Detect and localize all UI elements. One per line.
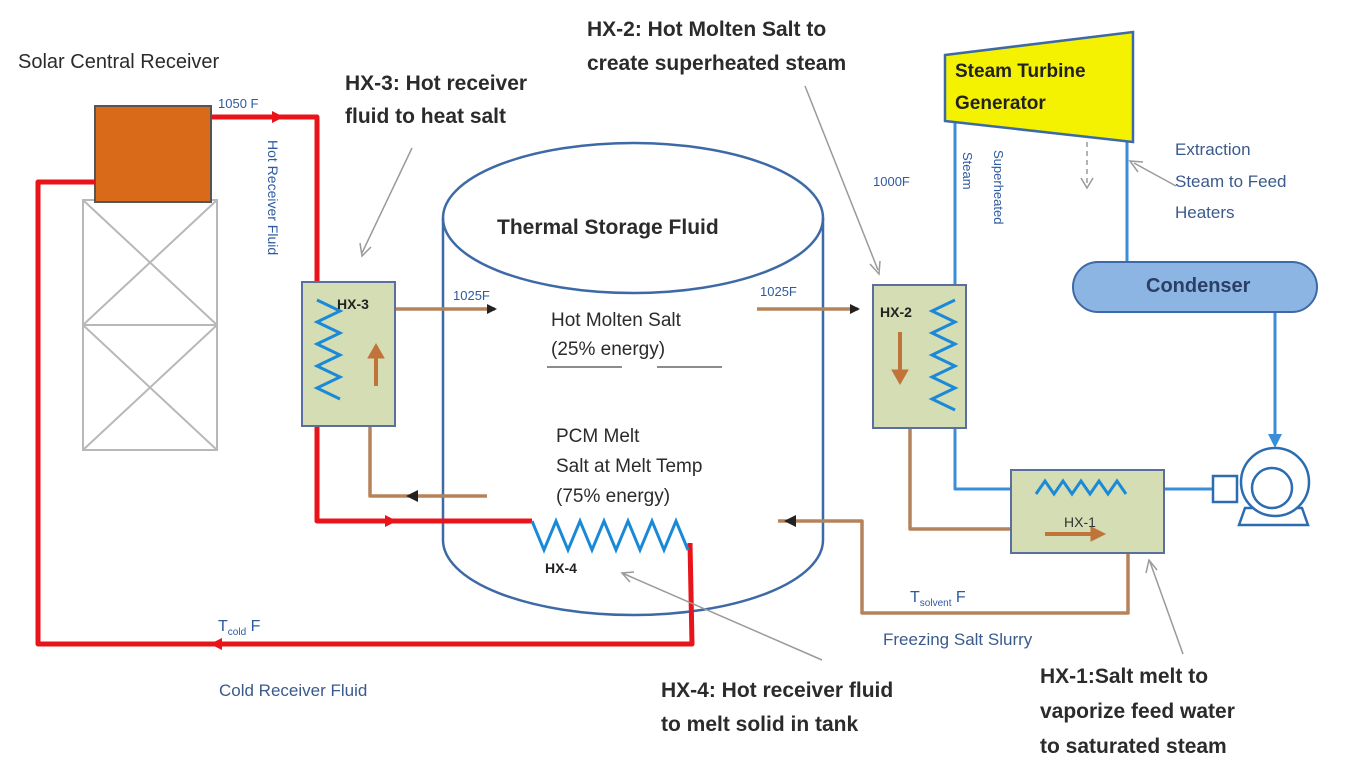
pcm-line1: PCM Melt [556,426,640,447]
hx1-box-label: HX-1 [1064,514,1096,530]
t-cold-label: Tcold F [218,618,261,638]
red-flow-arrows [210,111,397,650]
salt-lines [368,304,1130,615]
solar-tower [82,199,218,451]
receiver-fluid-loop [35,114,695,647]
salt-flow-arrows [406,490,796,527]
hot-receiver-fluid-label: Hot Receiver Fluid [265,140,281,255]
hx3-box-label: HX-3 [337,296,369,312]
hx3-desc-line2: fluid to heat salt [345,105,506,128]
pcm-line2: Salt at Melt Temp [556,456,702,477]
condenser-label: Condenser [1146,275,1251,297]
hx2-box-label: HX-2 [880,304,912,320]
pcm-line3: (75% energy) [556,486,670,507]
thermal-storage-tank [441,141,825,617]
extraction-line2: Steam to Feed [1175,172,1287,191]
hx4-coil [530,517,690,554]
steam-turbine [943,30,1135,144]
hx3-coil [313,298,344,401]
hx1-desc-line2: vaporize feed water [1040,700,1235,723]
pump-icon [1211,446,1311,527]
hx3-box [301,281,396,427]
hx2-box [872,284,967,429]
hx4-desc-line2: to melt solid in tank [661,713,859,736]
temp-1050-label: 1050 F [218,96,259,111]
condenser [1072,261,1318,313]
hx2-desc-line1: HX-2: Hot Molten Salt to [587,18,826,41]
thermal-storage-label: Thermal Storage Fluid [497,216,719,239]
hx-internal-arrows [367,332,1107,542]
hx4-desc-line1: HX-4: Hot receiver fluid [661,679,893,702]
cold-receiver-fluid-label: Cold Receiver Fluid [219,681,367,700]
hx1-desc-line1: HX-1:Salt melt to [1040,665,1208,688]
callout-pointers [359,85,1184,661]
turbine-label-line2: Generator [955,93,1046,114]
temp-1025-left-label: 1025F [453,288,490,303]
solar-receiver-label: Solar Central Receiver [18,51,220,73]
steam-lines [953,120,1277,491]
extraction-line1: Extraction [1175,140,1251,159]
hx3-desc-line1: HX-3: Hot receiver [345,72,527,95]
hx1-box [1010,469,1165,554]
hx1-coil [1034,478,1128,497]
extraction-steam-line [1080,142,1094,190]
temp-1025-right-label: 1025F [760,284,797,299]
hx1-desc-line3: to saturated steam [1040,735,1227,758]
temp-1000-label: 1000F [873,174,910,189]
condenser-to-pump-arrow [1268,434,1282,448]
extraction-line3: Heaters [1175,203,1235,222]
hot-molten-salt-line2: (25% energy) [551,339,665,360]
freezing-slurry-label: Freezing Salt Slurry [883,630,1033,649]
hx4-label: HX-4 [545,560,577,576]
hx2-coil [928,298,959,412]
t-solvent-label: Tsolvent F [910,589,966,609]
turbine-label-line1: Steam Turbine [955,61,1086,82]
solar-receiver-box [94,105,212,203]
superheated-steam-line2: Steam [960,152,975,190]
hot-molten-salt-line1: Hot Molten Salt [551,310,682,331]
hx2-desc-line2: create superheated steam [587,52,846,75]
superheated-steam-line1: Superheated [991,150,1006,224]
